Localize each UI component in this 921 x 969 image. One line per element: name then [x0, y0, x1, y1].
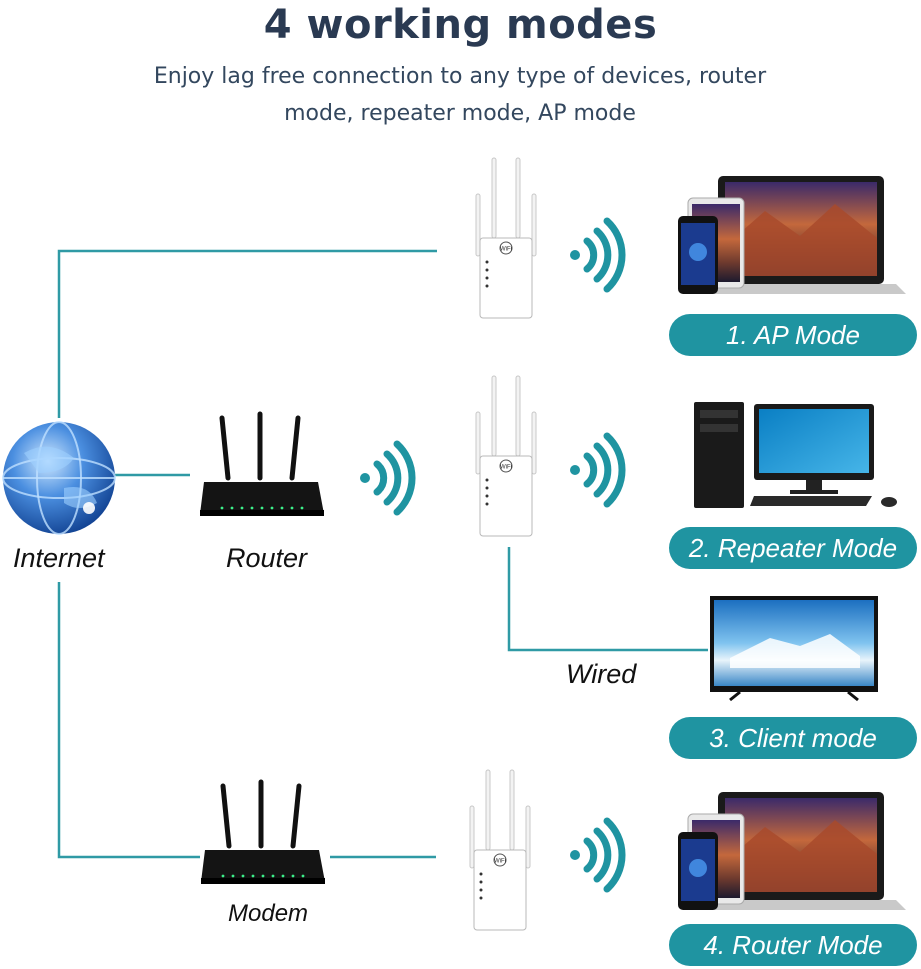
tv-icon [710, 596, 878, 702]
wifi-waves-icon [570, 221, 622, 289]
mode-badge-client: 3. Client mode [669, 717, 917, 759]
connection-lines [57, 249, 708, 859]
extender-ap-icon [475, 157, 537, 319]
wifi-waves-icon [570, 821, 622, 889]
line-internet-to-modem [57, 582, 200, 859]
laptop-tablet-phone-icon [677, 175, 907, 295]
modem-label: Modem [228, 900, 309, 927]
wired-label: Wired [566, 659, 637, 689]
wifi-waves-icon [570, 436, 622, 504]
router-icon [200, 414, 324, 516]
page-subtitle: Enjoy lag free connection to any type of… [60, 58, 860, 132]
modem-icon [201, 782, 325, 884]
subtitle-line-1: Enjoy lag free connection to any type of… [153, 64, 767, 89]
page-title: 4 working modes [263, 2, 658, 48]
desktop-computer-icon [694, 402, 897, 508]
extender-router-icon [469, 769, 531, 931]
internet-label: Internet [13, 543, 105, 573]
wifi-waves-icon [360, 444, 412, 512]
mode-badge-ap: 1. AP Mode [669, 314, 917, 356]
globe-icon [2, 421, 116, 535]
extender-repeater-icon [475, 375, 537, 537]
subtitle-line-2: mode, repeater mode, AP mode [284, 101, 636, 126]
mode-badge-repeater: 2. Repeater Mode [669, 527, 917, 569]
laptop-tablet-phone-icon [677, 791, 907, 911]
router-label: Router [226, 543, 308, 573]
line-internet-to-ap [57, 249, 437, 418]
mode-badge-router: 4. Router Mode [669, 924, 917, 966]
line-wired-to-tv [507, 547, 708, 652]
